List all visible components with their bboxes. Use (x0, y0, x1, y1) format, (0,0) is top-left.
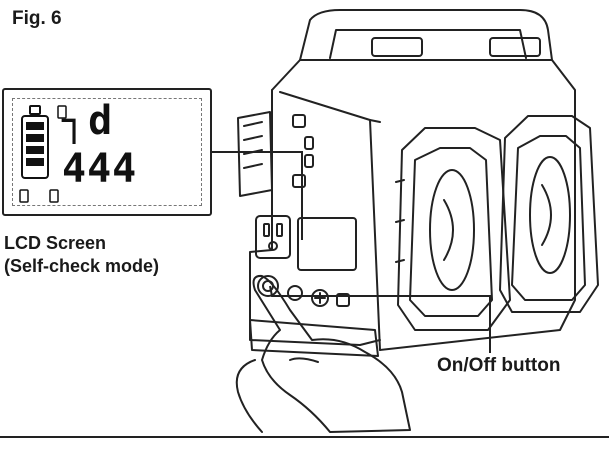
unit-body (271, 59, 576, 151)
lcd-display-frame (12, 98, 202, 206)
lcd-caption: LCD Screen (Self-check mode) (4, 232, 159, 278)
lcd-top-readout: ┐d (62, 98, 115, 144)
figure-title: Fig. 6 (12, 8, 62, 29)
on-off-button-label: On/Off button (437, 355, 561, 376)
battery-pack-left (397, 127, 511, 331)
unit-lcd-window (297, 217, 357, 271)
carry-handle (299, 9, 553, 61)
lcd-callout-panel: ┐d 444 (2, 88, 212, 216)
bottom-divider (0, 436, 609, 438)
lcd-bottom-readout: 444 (62, 146, 138, 192)
button-callout-line (269, 285, 491, 353)
lcd-caption-line2: (Self-check mode) (4, 256, 160, 276)
battery-pack-right (499, 115, 599, 313)
lcd-callout-line (212, 151, 303, 240)
pointing-hand-icon (252, 274, 411, 433)
battery-level-icon (19, 105, 67, 203)
on-off-button-shape (257, 275, 279, 297)
lcd-caption-line1: LCD Screen (4, 233, 107, 253)
ac-outlet-icon (255, 215, 291, 259)
